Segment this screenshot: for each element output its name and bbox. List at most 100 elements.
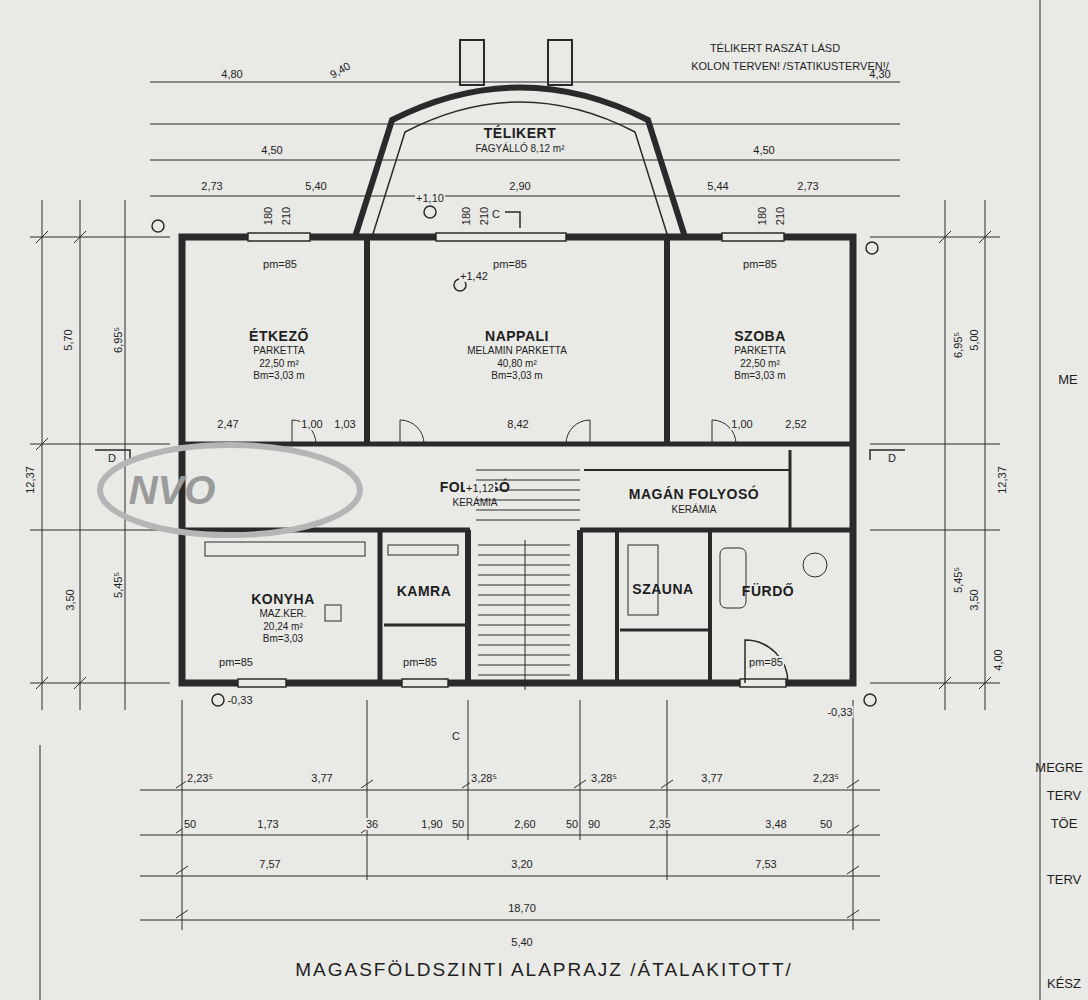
dimension-label: 3,50 (64, 588, 76, 611)
room-name: SZOBA (734, 328, 786, 346)
dimension-label: +1,10 (415, 192, 445, 204)
dimension-label: 1,73 (256, 818, 279, 830)
dimension-label: 5,45⁵ (952, 566, 964, 594)
dimension-label: 6,95⁵ (952, 331, 964, 359)
room-name: MAGÁN FOLYOSÓ (629, 486, 759, 504)
dimension-label: 2,73 (796, 180, 819, 192)
dimension-label: pm=85 (402, 656, 438, 668)
dimension-label: +1,12 (465, 482, 495, 494)
room-detail: Bm=3,03 m (734, 370, 785, 383)
dimension-label: 2,23⁵ (186, 772, 214, 784)
dimension-label: 3,28⁵ (470, 772, 498, 784)
dimension-label: 210 (478, 206, 490, 226)
dimension-label: 6,95⁵ (112, 326, 124, 354)
dimension-label: 5,40 (510, 936, 533, 948)
dimension-label: 7,53 (754, 858, 777, 870)
room-detail: MAZ.KER. (259, 608, 306, 621)
plan-note: TÉLIKERT RASZÁT LÁSD (709, 42, 841, 54)
dimension-label: 2,73 (200, 180, 223, 192)
room-name: FÜRDŐ (742, 583, 794, 601)
room-detail: 20,24 m² (263, 621, 302, 634)
room-name: KONYHA (251, 591, 315, 609)
room-detail: 22,50 m² (740, 358, 779, 371)
dimension-label: 2,60 (513, 818, 536, 830)
room-label: TÉLIKERTFAGYÁLLÓ 8,12 m² (420, 118, 620, 162)
dimension-label: pm=85 (492, 258, 528, 270)
room-detail: MELAMIN PARKETTA (467, 345, 567, 358)
dimension-label: 210 (280, 206, 292, 226)
dimension-label: 4,80 (220, 68, 243, 80)
dimension-label: C (491, 208, 501, 220)
room-detail: PARKETTA (734, 345, 785, 358)
dimension-label: 210 (774, 206, 786, 226)
dimension-label: C (451, 730, 461, 742)
dimension-label: 4,50 (260, 144, 283, 156)
dimension-label: 8,42 (506, 418, 529, 430)
dimension-label: 2,47 (216, 418, 239, 430)
dimension-label: 3,77 (700, 772, 723, 784)
dimension-label: 36 (365, 818, 379, 830)
dimension-label: 180 (460, 206, 472, 226)
room-detail: 22,50 m² (259, 358, 298, 371)
dimension-label: 5,00 (968, 328, 980, 351)
dimension-label: 5,70 (62, 328, 74, 351)
title-block-text: KÉSZ (1046, 977, 1082, 991)
dimension-label: +1,42 (459, 270, 489, 282)
room-name: TÉLIKERT (484, 125, 556, 143)
room-detail: Bm=3,03 (263, 633, 303, 646)
dimension-label: pm=85 (218, 656, 254, 668)
room-detail: KERÁMIA (671, 504, 716, 517)
dimension-label: pm=85 (748, 656, 784, 668)
dimension-label: 1,03 (333, 418, 356, 430)
dimension-label: 3,48 (764, 818, 787, 830)
title-block-text: TERV (1046, 873, 1082, 887)
dimension-label: D (887, 452, 897, 464)
title-block-text: ME (1057, 373, 1079, 387)
room-label: SZAUNA (620, 560, 706, 620)
dimension-label: 1,90 (420, 818, 443, 830)
dimension-label: 1,00 (300, 418, 323, 430)
dimension-label: 2,35 (648, 818, 671, 830)
dimension-label: 3,77 (310, 772, 333, 784)
dimension-label: 90 (587, 818, 601, 830)
dimension-label: 3,20 (510, 858, 533, 870)
room-detail: FAGYÁLLÓ 8,12 m² (476, 143, 565, 156)
plan-title: MAGASFÖLDSZINTI ALAPRAJZ /ÁTALAKITOTT/ (295, 959, 793, 981)
dimension-label: 1,00 (730, 418, 753, 430)
dimension-label: pm=85 (262, 258, 298, 270)
room-label: KONYHAMAZ.KER.20,24 m²Bm=3,03 (190, 568, 376, 668)
room-detail: Bm=3,03 m (491, 370, 542, 383)
dimension-label: 18,70 (507, 902, 537, 914)
room-name: ÉTKEZŐ (249, 328, 309, 346)
dimension-label: 5,40 (304, 180, 327, 192)
dimension-label: 3,50 (968, 588, 980, 611)
dimension-label: 12,37 (24, 465, 36, 495)
dimension-label: 5,45⁵ (112, 571, 124, 599)
dimension-label: -0,33 (826, 706, 853, 718)
title-block-text: TÖE (1050, 817, 1079, 831)
room-label: FÜRDŐ (714, 572, 822, 612)
dimension-label: 2,23⁵ (812, 772, 840, 784)
dimension-label: 180 (262, 206, 274, 226)
room-label: SZOBAPARKETTA22,50 m²Bm=3,03 m (672, 300, 848, 410)
room-detail: PARKETTA (253, 345, 304, 358)
dimension-label: D (107, 452, 117, 464)
room-name: SZAUNA (632, 581, 693, 599)
watermark: NVO (128, 468, 217, 512)
room-detail: Bm=3,03 m (253, 370, 304, 383)
dimension-label: 3,28⁵ (590, 772, 618, 784)
dimension-label: 5,44 (706, 180, 729, 192)
room-name: NAPPALI (485, 328, 549, 346)
dimension-label: 2,90 (508, 180, 531, 192)
plan-note: KOLON TERVEN! /STATIKUSTERVEN!/ (690, 60, 890, 72)
room-label: MAGÁN FOLYOSÓKERÁMIA (600, 478, 788, 524)
room-name: KAMRA (397, 583, 452, 601)
dimension-label: 50 (819, 818, 833, 830)
dimension-label: pm=85 (742, 258, 778, 270)
room-label: KAMRA (384, 570, 464, 614)
title-block-text: TERV (1046, 789, 1082, 803)
dimension-label: 2,52 (784, 418, 807, 430)
dimension-label: 50 (183, 818, 197, 830)
dimension-label: 50 (451, 818, 465, 830)
dimension-label: 12,37 (996, 465, 1008, 495)
